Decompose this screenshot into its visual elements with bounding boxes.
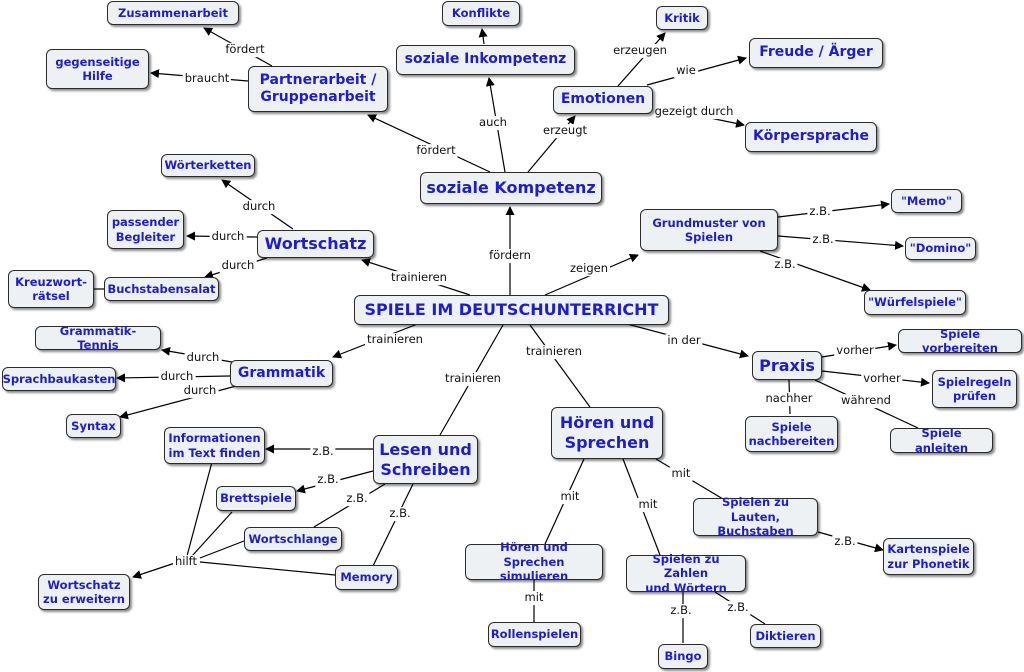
node-spielen-zu-lauten-buchstaben[interactable]: Spielen zu Lauten, Buchstaben — [693, 495, 818, 538]
node-zusammenarbeit[interactable]: Zusammenarbeit — [107, 1, 239, 25]
edge-label-durch: durch — [184, 350, 222, 365]
node-hoeren-und-sprechen-simulieren[interactable]: Hören und Sprechen simulieren — [465, 540, 603, 583]
edge-label-braucht: braucht — [182, 71, 232, 86]
edge-label-vorher: vorher — [861, 371, 903, 386]
edge-grammatik-syntax — [119, 384, 241, 420]
edge-label-mit: mit — [636, 497, 660, 512]
node-syntax[interactable]: Syntax — [66, 414, 121, 438]
edge-informationen-hilft — [186, 461, 213, 557]
node-wuerfelspiele[interactable]: "Würfelspiele" — [864, 290, 966, 315]
node-praxis[interactable]: Praxis — [752, 351, 822, 380]
node-gegenseitige-hilfe[interactable]: gegenseitige Hilfe — [46, 49, 149, 89]
node-konflikte[interactable]: Konflikte — [442, 1, 520, 26]
node-sprachbaukasten[interactable]: Sprachbaukasten — [2, 367, 116, 391]
node-emotionen[interactable]: Emotionen — [553, 86, 653, 114]
node-partnerarbeit-gruppenarbeit[interactable]: Partnerarbeit / Gruppenarbeit — [248, 66, 388, 112]
edge-label-erzeugt: erzeugt — [540, 123, 590, 138]
edge-label-foerdert: fördert — [414, 143, 458, 158]
edge-sk-partnerarbeit — [367, 114, 491, 173]
node-grammatik-tennis[interactable]: Grammatik-Tennis — [35, 324, 161, 352]
node-spielregeln-pruefen[interactable]: Spielregeln prüfen — [932, 370, 1017, 408]
edge-label-zb: z.B. — [344, 491, 370, 506]
edge-label-durch: durch — [240, 199, 278, 214]
node-brettspiele[interactable]: Brettspiele — [216, 486, 296, 511]
node-memo[interactable]: "Memo" — [891, 189, 962, 213]
node-wortschatz-zu-erweitern[interactable]: Wortschatz zu erweitern — [38, 574, 130, 610]
node-hoeren-und-sprechen[interactable]: Hören und Sprechen — [551, 407, 663, 459]
edge-label-zb: z.B. — [310, 444, 336, 459]
node-koerpersprache[interactable]: Körpersprache — [745, 122, 877, 152]
node-rollenspielen[interactable]: Rollenspielen — [488, 622, 581, 647]
node-bingo[interactable]: Bingo — [658, 644, 708, 669]
edge-label-zb: z.B. — [810, 232, 836, 247]
node-grundmuster-von-spielen[interactable]: Grundmuster von Spielen — [640, 209, 778, 251]
edge-grundmuster-domino — [777, 235, 904, 250]
node-buchstabensalat[interactable]: Buchstabensalat — [104, 277, 219, 301]
edge-label-trainieren: trainieren — [389, 270, 449, 285]
edge-label-gezeigt-durch: gezeigt durch — [652, 104, 736, 119]
edge-label-nachher: nachher — [763, 391, 815, 406]
edge-inkompetenz-konflikte — [478, 28, 488, 45]
edge-grundmuster-memo — [777, 200, 890, 218]
edge-label-in-der: in der — [665, 333, 703, 348]
node-freude-aerger[interactable]: Freude / Ärger — [749, 38, 883, 68]
edge-label-mit: mit — [522, 590, 546, 605]
node-spiele-vorbereiten[interactable]: Spiele vorbereiten — [898, 327, 1022, 355]
node-woerterketten[interactable]: Wörterketten — [161, 154, 255, 177]
node-passender-begleiter[interactable]: passender Begleiter — [107, 210, 184, 249]
node-kreuzwortraetsel[interactable]: Kreuzwort- rätsel — [8, 270, 94, 308]
edge-label-durch: durch — [158, 369, 196, 384]
edge-label-erzeugen: erzeugen — [611, 43, 669, 58]
node-spiele-nachbereiten[interactable]: Spiele nachbereiten — [745, 416, 838, 452]
edge-label-zb: z.B. — [832, 534, 858, 549]
edge-hilft-wortschatz — [132, 562, 176, 579]
edge-label-hilft: hilft — [172, 554, 200, 569]
node-wortschlange[interactable]: Wortschlange — [244, 527, 342, 551]
edge-label-trainieren: trainieren — [365, 332, 425, 347]
edge-label-waehrend: während — [839, 393, 893, 408]
edge-label-foerdert: fördert — [223, 42, 267, 57]
edge-label-durch: durch — [219, 258, 257, 273]
edge-emotionen-kritik — [617, 32, 666, 87]
node-domino[interactable]: "Domino" — [905, 237, 976, 260]
edge-label-durch: durch — [181, 383, 219, 398]
edge-central-hoeren — [529, 324, 591, 408]
edge-label-mit: mit — [558, 489, 582, 504]
node-spiele-anleiten[interactable]: Spiele anleiten — [890, 426, 993, 455]
node-diktieren[interactable]: Diktieren — [750, 624, 821, 648]
edge-wortschlange-hilft — [199, 540, 245, 559]
edge-label-foerdern: fördern — [487, 248, 533, 263]
edge-label-zb: z.B. — [772, 257, 798, 272]
node-soziale-kompetenz[interactable]: soziale Kompetenz — [420, 172, 602, 204]
node-wortschatz[interactable]: Wortschatz — [257, 230, 374, 258]
node-kritik[interactable]: Kritik — [656, 6, 708, 30]
node-memory[interactable]: Memory — [335, 565, 398, 590]
edge-label-vorher: vorher — [834, 343, 876, 358]
edge-label-zb: z.B. — [387, 506, 413, 521]
central-node-spiele-im-deutschunterricht[interactable]: SPIELE IM DEUTSCHUNTERRICHT — [354, 295, 669, 325]
edge-memory-hilft — [199, 561, 336, 576]
edge-label-trainieren: trainieren — [443, 371, 503, 386]
edge-label-mit: mit — [669, 466, 693, 481]
edge-label-zeigen: zeigen — [568, 261, 610, 276]
edge-label-zb: z.B. — [725, 600, 751, 615]
node-lesen-und-schreiben[interactable]: Lesen und Schreiben — [373, 435, 478, 484]
node-spielen-zu-zahlen-und-woertern[interactable]: Spielen zu Zahlen und Wörtern — [626, 552, 746, 595]
edge-label-zb: z.B. — [668, 603, 694, 618]
node-informationen-im-text-finden[interactable]: Informationen im Text finden — [164, 427, 265, 464]
edge-label-wie: wie — [674, 63, 698, 78]
node-kartenspiele-zur-phonetik[interactable]: Kartenspiele zur Phonetik — [883, 538, 974, 575]
edge-label-auch: auch — [477, 115, 509, 130]
edge-label-durch: durch — [209, 229, 247, 244]
edge-grundmuster-wuerfel — [759, 250, 871, 292]
node-soziale-inkompetenz[interactable]: soziale Inkompetenz — [396, 45, 575, 75]
edge-label-zb: z.B. — [315, 472, 341, 487]
edge-label-zb: z.B. — [807, 204, 833, 219]
node-grammatik[interactable]: Grammatik — [230, 360, 333, 387]
edge-brettspiele-hilft — [191, 511, 233, 557]
edge-lesen-memory — [372, 483, 414, 567]
edge-label-trainieren: trainieren — [524, 344, 584, 359]
